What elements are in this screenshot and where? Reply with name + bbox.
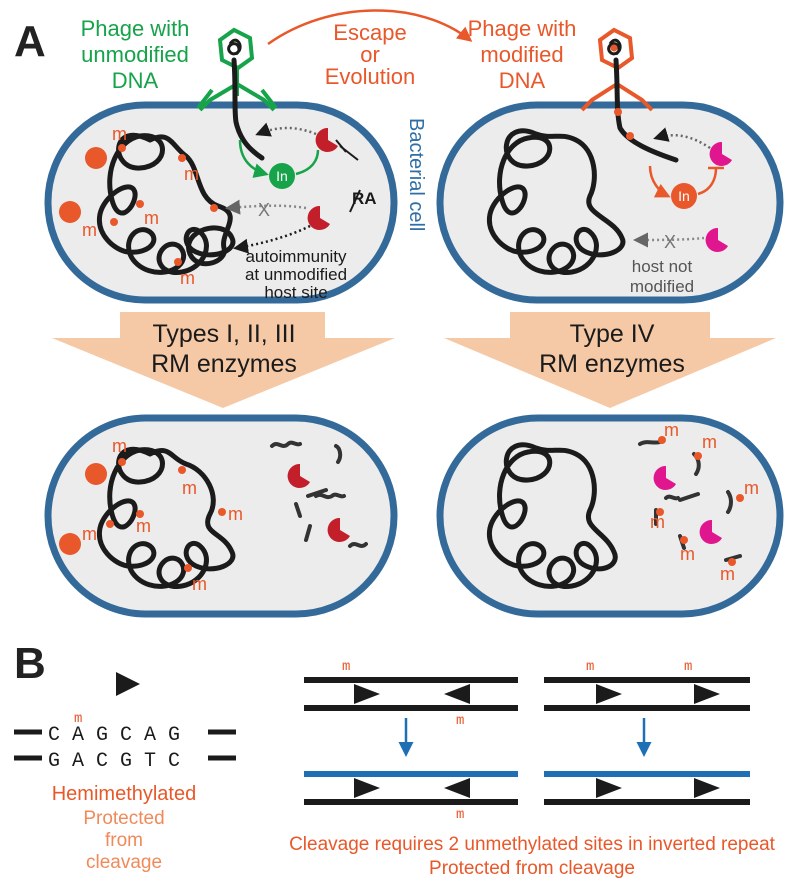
cross-left: X — [258, 200, 270, 220]
methyl-label-b-4: m — [456, 807, 464, 823]
phage-right-line3: DNA — [499, 68, 546, 93]
type-iv-enzyme-4 — [699, 519, 722, 544]
top-strand: C A G C A G — [48, 724, 180, 747]
inverted-repeat-two-methyl: m m — [544, 659, 750, 805]
type-iv-enzyme-3 — [653, 465, 676, 490]
autoimmunity-line3: host site — [264, 283, 327, 302]
types-right-line2: RM enzymes — [539, 350, 685, 378]
protected-line1: Protected — [83, 808, 164, 829]
inverted-repeat-one-methyl: m m m — [304, 659, 518, 823]
autoimmunity-line2: at unmodified — [245, 265, 347, 284]
types-left-line1: Types I, II, III — [152, 320, 295, 348]
phage-right-line2: modified — [480, 42, 563, 67]
methyl-label-bl-3: m — [136, 516, 151, 536]
caption-line2: Protected from cleavage — [429, 858, 635, 879]
inhibitor-right-label: In — [678, 188, 690, 204]
methyl-label-tl-1: m — [112, 124, 127, 144]
methyl-label-br-3: m — [744, 478, 759, 498]
restriction-enzyme-4 — [327, 517, 350, 542]
escape-line1: Escape — [333, 20, 406, 45]
escape-label: Escape or Evolution — [325, 20, 416, 89]
free-methylase-3 — [85, 463, 107, 485]
methyl-label-bl-2: m — [182, 478, 197, 498]
restriction-enzyme-1 — [315, 127, 338, 152]
methyl-marks-bottom-left — [59, 458, 226, 572]
host-dna-top-left — [96, 132, 236, 275]
methyl-label-tl-3: m — [144, 208, 159, 228]
types-right-line1: Type IV — [570, 320, 655, 348]
autoimmunity-line1: autoimmunity — [245, 247, 347, 266]
methyl-label-br-4: m — [650, 512, 665, 532]
protected-line2: from — [105, 830, 143, 851]
methyl-label-bl-6: m — [192, 574, 207, 594]
ra-label: RA — [352, 189, 377, 208]
inhibitor-left — [269, 163, 295, 189]
host-dna-top-right — [486, 128, 626, 275]
methyl-label-br-6: m — [720, 564, 735, 584]
phage-left-line2: unmodified — [81, 42, 189, 67]
arrow-types-right — [444, 312, 776, 408]
methyl-marks-top-left — [59, 144, 218, 266]
host-not-line2: modified — [630, 277, 694, 296]
inhibitor-left-label: In — [276, 168, 288, 184]
protected-line3: cleavage — [86, 852, 162, 873]
methyl-label-bl-5: m — [228, 504, 243, 524]
hemimethylated-label: Hemimethylated — [52, 783, 197, 805]
methyl-label-b-6: m — [684, 659, 692, 675]
methyl-label-b-5: m — [586, 659, 594, 675]
methyl-label-tl-4: m — [82, 220, 97, 240]
cell-top-right — [436, 101, 784, 304]
recognition-arrowhead — [116, 672, 140, 696]
restriction-enzyme-3 — [287, 463, 310, 488]
cross-right: X — [664, 232, 676, 252]
host-dna-bottom-right — [486, 442, 618, 589]
restriction-enzyme-2 — [307, 205, 330, 230]
cell-bottom-left — [44, 414, 398, 618]
methyl-label-b-3: m — [456, 713, 464, 729]
phage-left-line1: Phage with — [81, 16, 190, 41]
methyl-label-br-2: m — [702, 432, 717, 452]
free-methylase-4 — [59, 533, 81, 555]
phage-left-label: Phage with unmodified DNA — [81, 16, 190, 93]
host-not-line1: host not — [632, 257, 693, 276]
methyl-label-b-2: m — [342, 659, 350, 675]
methyl-label-bl-1: m — [112, 436, 127, 456]
escape-line2: or — [360, 42, 380, 67]
bacterial-cell-label: Bacterial cell — [405, 118, 427, 231]
methyl-marks-bottom-right — [656, 436, 744, 566]
phage-right-line1: Phage with — [468, 16, 577, 41]
panel-b-label: B — [14, 639, 46, 688]
methyl-label-b-1: m — [74, 711, 82, 727]
type-iv-enzyme-2 — [705, 227, 728, 252]
bottom-strand: G A C G T C — [48, 750, 180, 773]
free-methylase-1 — [85, 147, 107, 169]
cell-bottom-right — [436, 414, 784, 618]
methyl-label-br-5: m — [680, 544, 695, 564]
type-iv-enzyme-1 — [709, 141, 732, 166]
phage-fragments-right — [638, 440, 742, 562]
phage-left-line3: DNA — [112, 68, 159, 93]
types-left-line2: RM enzymes — [151, 350, 297, 378]
methyl-label-tl-5: m — [180, 268, 195, 288]
escape-arrow — [267, 9, 473, 46]
arrow-types-left — [52, 312, 395, 408]
escape-line3: Evolution — [325, 64, 416, 89]
panel-a-label: A — [14, 17, 46, 66]
methyl-label-br-1: m — [664, 420, 679, 440]
inhibitor-right — [671, 183, 697, 209]
methyl-label-tl-2: m — [184, 164, 199, 184]
phage-fragments-left — [270, 440, 368, 548]
free-methylase-2 — [59, 201, 81, 223]
phage-right-label: Phage with modified DNA — [468, 16, 577, 93]
caption-line1: Cleavage requires 2 unmethylated sites i… — [289, 834, 776, 855]
methyl-label-bl-4: m — [82, 524, 97, 544]
